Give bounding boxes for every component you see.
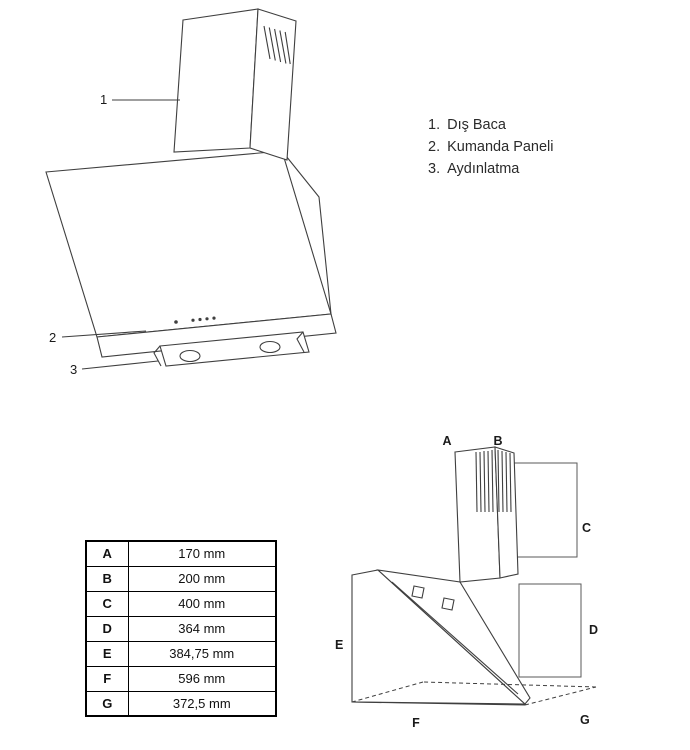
table-row: B 200 mm — [85, 565, 277, 592]
legend-item-3-label: Aydınlatma — [447, 161, 520, 177]
touch-control-dots — [174, 316, 216, 324]
underside-right-tab — [296, 331, 305, 353]
chimney-front-face — [454, 446, 501, 583]
chimney-front-face — [173, 8, 259, 153]
legend-item-3: 3. Aydınlatma — [428, 158, 554, 180]
glass-panel — [45, 150, 332, 338]
glass-inner-line — [391, 581, 519, 695]
hood-overview-drawing: 1 2 3 — [0, 0, 400, 400]
legend-item-2-number: 2. — [428, 139, 441, 155]
dim-label-c: C — [582, 521, 591, 535]
dim-value: 170 mm — [127, 540, 277, 567]
callout-3-line — [81, 360, 159, 370]
control-panel-strip — [96, 313, 337, 358]
parts-legend: 1. Dış Baca 2. Kumanda Paneli 3. Aydınla… — [428, 114, 554, 180]
dim-key: B — [85, 565, 129, 592]
legend-item-2-label: Kumanda Paneli — [447, 139, 554, 155]
dimensions-table: A 170 mm B 200 mm C 400 mm D 364 mm E 38… — [85, 540, 277, 717]
clip-left — [411, 585, 425, 599]
vent-slats — [475, 449, 512, 513]
dim-label-d: D — [589, 623, 598, 637]
table-row: A 170 mm — [85, 540, 277, 567]
dim-value: 400 mm — [127, 590, 277, 617]
dim-key: C — [85, 590, 129, 617]
base-front-edge — [351, 701, 526, 706]
chimney-side-face — [494, 446, 519, 579]
clip-right — [441, 597, 455, 611]
light-right — [259, 340, 281, 354]
dim-label-a: A — [442, 434, 451, 448]
dim-key: D — [85, 615, 129, 642]
table-row: E 384,75 mm — [85, 640, 277, 667]
callout-2-number: 2 — [49, 330, 56, 345]
hood-right-side-edge — [281, 150, 332, 315]
dim-value: 200 mm — [127, 565, 277, 592]
chimney-side-face — [249, 8, 297, 161]
underside-left-tab — [153, 345, 162, 367]
dim-label-e: E — [335, 638, 343, 652]
base-left-edge — [351, 681, 424, 703]
dim-value: 384,75 mm — [127, 640, 277, 667]
dim-label-g: G — [580, 713, 590, 727]
dim-box-c — [511, 462, 578, 558]
hood-dimension-drawing: A B C D E F G — [330, 432, 680, 742]
light-left — [179, 349, 201, 363]
table-row: C 400 mm — [85, 590, 277, 617]
table-row: D 364 mm — [85, 615, 277, 642]
callout-2-line — [61, 330, 147, 338]
dim-label-b: B — [493, 434, 502, 448]
dim-key: G — [85, 690, 129, 717]
table-row: G 372,5 mm — [85, 690, 277, 717]
legend-item-3-number: 3. — [428, 161, 441, 177]
legend-item-1-label: Dış Baca — [447, 117, 506, 133]
table-row: F 596 mm — [85, 665, 277, 692]
dim-value: 364 mm — [127, 615, 277, 642]
dim-label-f: F — [412, 716, 420, 730]
legend-item-2: 2. Kumanda Paneli — [428, 136, 554, 158]
dim-box-d — [518, 583, 582, 678]
dim-value: 372,5 mm — [127, 690, 277, 717]
dim-key: E — [85, 640, 129, 667]
base-back-edge — [422, 681, 597, 688]
dim-value: 596 mm — [127, 665, 277, 692]
legend-item-1-number: 1. — [428, 117, 441, 133]
hood-dimension-svg: A B C D E F G — [335, 434, 598, 730]
legend-item-1: 1. Dış Baca — [428, 114, 554, 136]
callout-3-number: 3 — [70, 362, 77, 377]
base-right-edge — [524, 686, 597, 706]
hood-overview-svg: 1 2 3 — [45, 8, 337, 377]
dim-key: F — [85, 665, 129, 692]
callout-1-number: 1 — [100, 92, 107, 107]
vent-slats — [263, 25, 291, 65]
dim-key: A — [85, 540, 129, 567]
